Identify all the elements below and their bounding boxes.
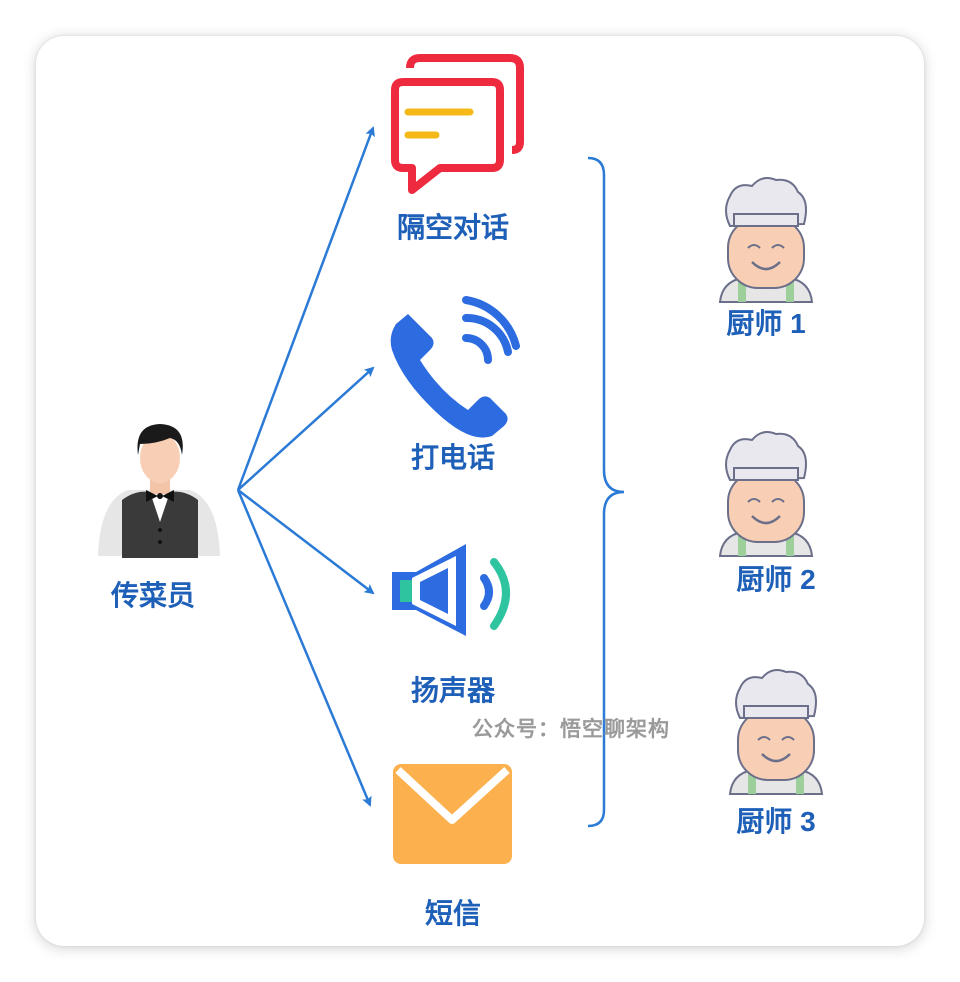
phone-icon: [390, 296, 520, 438]
grouping-brace: [587, 156, 625, 828]
arrow-to-sms: [236, 489, 372, 807]
chef-2-label: 厨师 2: [736, 564, 816, 595]
chef-3-label: 厨师 3: [736, 806, 816, 837]
intercom-label: 隔空对话: [396, 212, 510, 243]
speaker-icon: [392, 544, 510, 636]
arrow-to-phone: [237, 366, 375, 491]
chat-bubbles-icon: [391, 54, 524, 194]
waiter-icon: [98, 424, 220, 558]
chef-1-label: 厨师 1: [726, 308, 806, 339]
arrow-to-intercom: [236, 126, 375, 491]
chef-icon-2: [718, 431, 814, 557]
sms-label: 短信: [424, 898, 482, 929]
phone-label: 打电话: [410, 442, 496, 473]
chef-icon-1: [718, 177, 814, 303]
connector-arrows: [236, 126, 375, 807]
arrow-to-speaker: [237, 489, 375, 595]
waiter-label: 传菜员: [110, 580, 196, 611]
watermark-text: 公众号：悟空聊架构: [472, 718, 670, 741]
speaker-label: 扬声器: [410, 675, 496, 706]
chef-icon-3: [728, 669, 824, 795]
envelope-icon: [393, 764, 512, 864]
